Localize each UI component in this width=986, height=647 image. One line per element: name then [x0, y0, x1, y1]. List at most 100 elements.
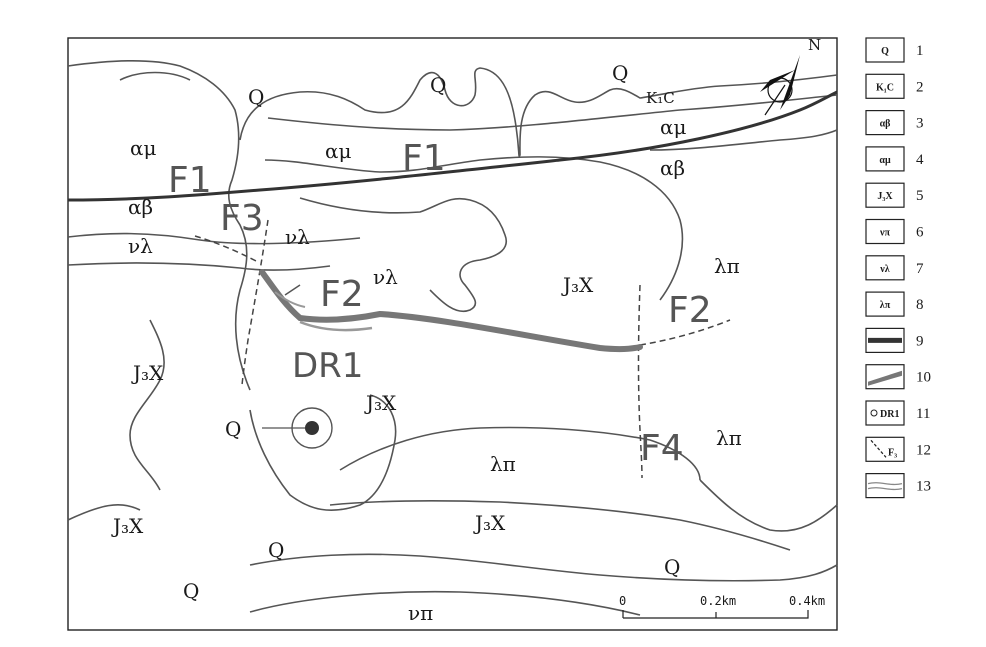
- legend-number: 8: [916, 297, 924, 313]
- unit-label: αμ: [130, 136, 157, 160]
- fault-label: F1: [402, 138, 446, 179]
- legend-label: αμ: [879, 155, 891, 166]
- legend-item: J₃X 5: [865, 182, 924, 208]
- legend-label: K₁C: [876, 82, 894, 93]
- legend-item: αβ 3: [865, 109, 924, 136]
- fault-label: F3: [220, 198, 264, 239]
- alteration-zone-2: [274, 291, 306, 308]
- legend-number: 12: [916, 442, 931, 458]
- unit-label: Q: [248, 85, 264, 109]
- fault-f4-line: [637, 284, 643, 479]
- legend-label: νπ: [879, 228, 890, 239]
- legend-number: 13: [916, 479, 931, 495]
- unit-label: Q: [225, 417, 241, 441]
- scale-label: 0.2km: [700, 594, 736, 608]
- legend-label: DR1: [880, 409, 899, 420]
- unit-label: J₃X: [111, 514, 144, 538]
- legend-fault-dashed: [870, 439, 887, 458]
- legend-swatch: [865, 291, 905, 317]
- unit-label: αμ: [325, 139, 352, 163]
- legend-label: αβ: [880, 119, 891, 130]
- fault-f3-line: [241, 219, 269, 386]
- legend-swatch: [865, 218, 905, 245]
- drill-hole-dr1: [262, 407, 333, 449]
- unit-label: Q: [664, 555, 680, 579]
- unit-label: Q: [183, 579, 199, 603]
- legend-number: 11: [916, 406, 930, 422]
- unit-label: νλ: [373, 265, 398, 289]
- legend-item: αμ 4: [865, 146, 924, 172]
- legend-label: Q: [881, 46, 889, 57]
- fault-label: F4: [640, 428, 684, 469]
- unit-label: αβ: [660, 156, 685, 180]
- legend-swatch: [865, 37, 905, 63]
- unit-label: K₁C: [646, 89, 675, 107]
- legend-swatch: [865, 473, 905, 499]
- scale-label: 0.4km: [789, 594, 825, 608]
- legend-item: 13: [865, 473, 931, 499]
- legend-swatch: [865, 73, 905, 99]
- fault-label: F2: [320, 274, 364, 315]
- fault-f2-extension: [639, 319, 731, 346]
- fault-label: F2: [668, 290, 712, 331]
- north-label: N: [808, 36, 821, 54]
- legend-label: νλ: [879, 264, 889, 275]
- legend-label: F₃: [888, 447, 897, 458]
- alteration-zone: [299, 320, 373, 332]
- legend-swatch: [865, 182, 905, 208]
- unit-label: J₃X: [364, 391, 397, 415]
- legend-drill-symbol: [870, 409, 878, 417]
- legend-orebody-symbol: [868, 370, 902, 386]
- legend-number: 10: [916, 370, 931, 386]
- unit-label: J₃X: [473, 511, 506, 535]
- unit-label: J₃X: [131, 361, 164, 385]
- unit-label: Q: [612, 61, 628, 85]
- legend-item: νλ 7: [865, 255, 924, 281]
- legend-item: 10: [865, 364, 931, 390]
- north-arrow-icon: N: [760, 36, 821, 116]
- unit-label: αβ: [128, 195, 153, 219]
- unit-label: Q: [268, 538, 284, 562]
- unit-label: λπ: [716, 426, 742, 450]
- legend-number: 9: [916, 333, 924, 349]
- scale-label: 0: [619, 594, 626, 608]
- unit-label: J₃X: [561, 273, 594, 297]
- legend-item: λπ 8: [865, 291, 924, 317]
- legend-swatch: [865, 109, 905, 136]
- legend-number: 1: [916, 43, 924, 59]
- fault-f3-branch: [194, 235, 259, 263]
- legend-item: νπ 6: [865, 218, 924, 245]
- geologic-boundaries: [67, 59, 838, 616]
- legend-swatch: [865, 400, 905, 426]
- unit-label: νπ: [408, 601, 433, 625]
- legend-label: λπ: [880, 300, 891, 311]
- scale-bar: 0 0.2km 0.4km: [619, 594, 825, 619]
- legend-item: K₁C 2: [865, 73, 924, 99]
- legend-number: 5: [916, 188, 924, 204]
- unit-label: αμ: [660, 115, 687, 139]
- drill-label: DR1: [292, 346, 363, 386]
- legend-number: 3: [916, 116, 924, 132]
- legend-label: J₃X: [877, 191, 893, 202]
- legend-number: 4: [916, 152, 924, 168]
- unit-label: νλ: [285, 225, 310, 249]
- legend-number: 7: [916, 261, 924, 277]
- legend-swatch: [865, 146, 905, 172]
- map-frame: [67, 37, 838, 631]
- legend-item: 9: [865, 327, 924, 353]
- unit-label: νλ: [128, 234, 153, 258]
- legend-swatch: [865, 255, 905, 281]
- unit-label: Q: [430, 73, 446, 97]
- unit-label: λπ: [490, 452, 516, 476]
- fault-label: F1: [168, 160, 212, 201]
- unit-label: λπ: [714, 254, 740, 278]
- legend-item: F₃ 12: [865, 436, 931, 462]
- legend-number: 2: [916, 79, 924, 95]
- legend-alteration-symbol: [867, 482, 903, 486]
- fault-tick: [284, 284, 301, 296]
- legend-item: DR1 11: [865, 400, 930, 426]
- legend-number: 6: [916, 225, 924, 241]
